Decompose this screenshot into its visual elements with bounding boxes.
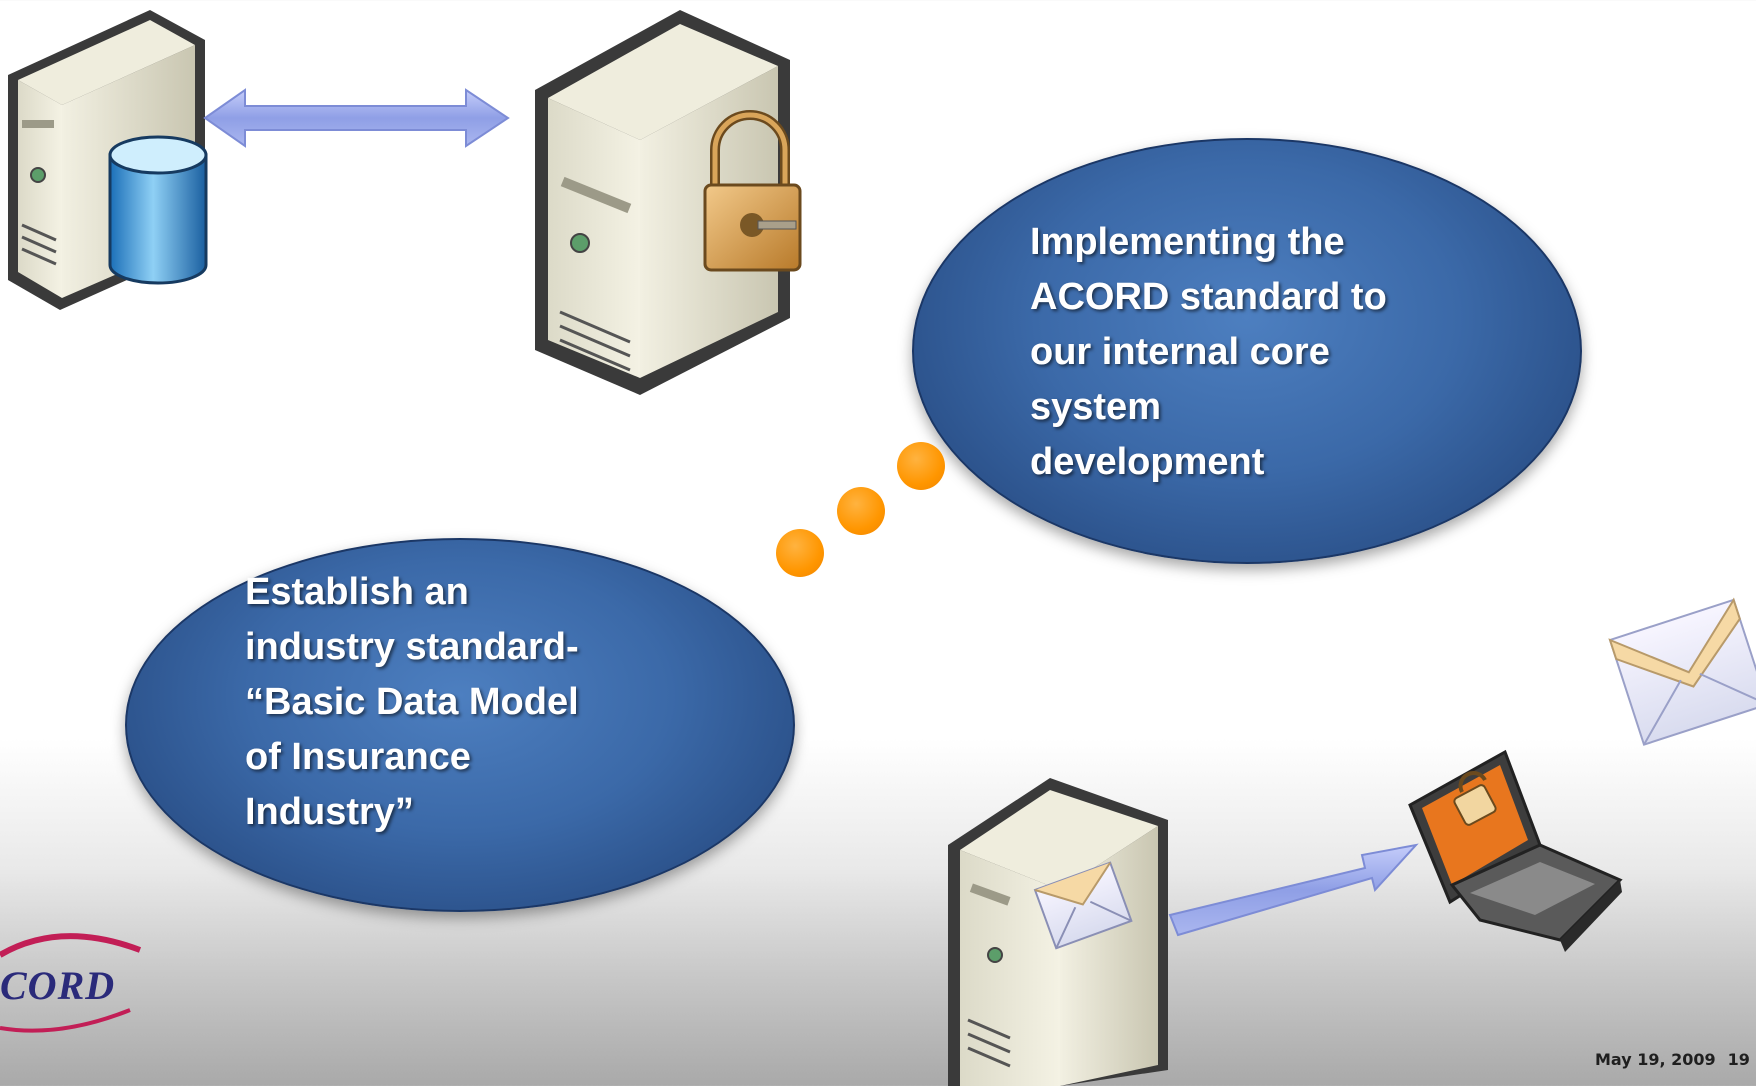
bubble-line: of Insurance xyxy=(245,736,471,778)
footer: May 19, 2009 19 xyxy=(1595,1050,1756,1069)
speech-bubble-implementing xyxy=(912,138,1582,564)
acord-logo xyxy=(0,933,142,1033)
bubble-line: Establish an xyxy=(245,571,469,613)
thought-dot-2 xyxy=(837,487,885,535)
page-number: 19 xyxy=(1727,1050,1750,1069)
bubble-line: system xyxy=(1030,386,1161,428)
bubble-line: Implementing the xyxy=(1030,221,1345,263)
arrow-right-icon xyxy=(1168,843,1419,937)
secure-server-icon xyxy=(535,10,802,395)
database-server-icon xyxy=(8,10,208,310)
envelope-icon xyxy=(1608,597,1756,746)
bubble-line: industry standard- xyxy=(245,626,579,668)
mail-server-icon xyxy=(948,778,1168,1086)
bubble-line: development xyxy=(1030,441,1265,483)
bubble-line: our internal core xyxy=(1030,331,1330,373)
bubble-text-implementing: Implementing the ACORD standard to our i… xyxy=(1030,215,1387,490)
thought-dot-1 xyxy=(897,442,945,490)
footer-date: May 19, 2009 xyxy=(1595,1050,1716,1069)
bubble-text-establish: Establish an industry standard- “Basic D… xyxy=(245,565,579,840)
bubble-line: Industry” xyxy=(245,791,414,833)
secure-laptop-icon xyxy=(1408,749,1623,952)
bubble-line: ACORD standard to xyxy=(1030,276,1387,318)
speech-bubble-establish xyxy=(125,538,795,912)
double-arrow-icon xyxy=(203,88,510,148)
acord-logo-text: CORD xyxy=(0,963,116,1008)
thought-dot-3 xyxy=(776,529,824,577)
bubble-line: “Basic Data Model xyxy=(245,681,579,723)
